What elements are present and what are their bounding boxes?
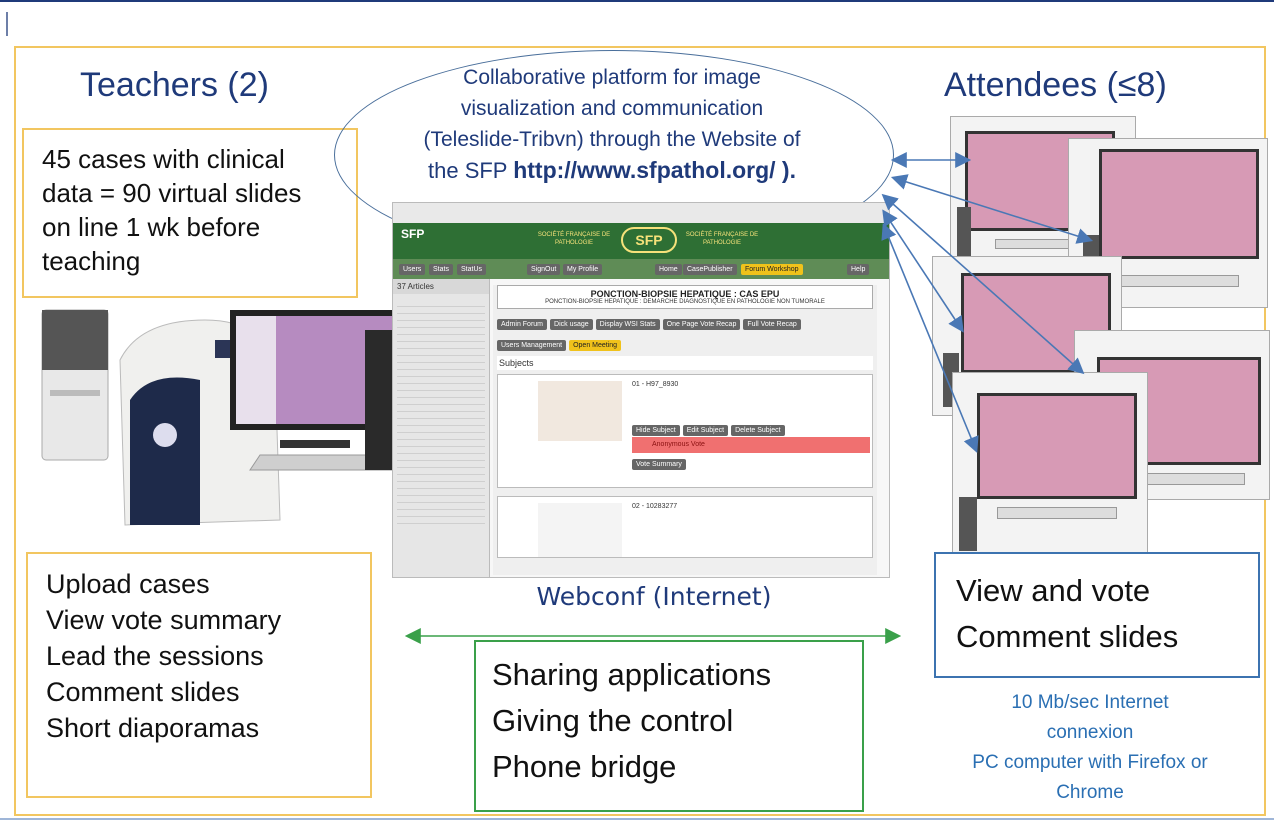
webconf-features-box: Sharing applications Giving the control … — [474, 640, 864, 812]
subjects-label: Subjects — [497, 356, 873, 370]
sfp-url: http://www.sfpathol.org/ ). — [513, 157, 796, 183]
platform-last-line: the SFP http://www.sfpathol.org/ ). — [372, 155, 852, 186]
case1-title: 01 - H97_8930 — [632, 381, 679, 388]
nav-casepublisher[interactable]: CasePublisher — [683, 264, 737, 275]
bottom-rule — [0, 818, 1274, 820]
webconf-feature: Sharing applications — [492, 657, 772, 692]
articles-list — [397, 300, 485, 530]
sfp-nav: Users Stats StatUs SignOut My Profile Ho… — [393, 259, 889, 279]
requirement-line: connexion — [1046, 722, 1134, 743]
articles-count: 37 Articles — [393, 279, 489, 294]
site-name: SFP — [401, 227, 425, 241]
left-rule — [6, 12, 8, 36]
nav-forum-workshop[interactable]: Forum Workshop — [741, 264, 803, 275]
platform-line: (Teleslide-Tribvn) through the Website o… — [423, 128, 801, 151]
workstation — [952, 372, 1148, 558]
requirement-line: Chrome — [1056, 782, 1124, 803]
slide-thumbnail — [538, 381, 622, 441]
top-rule — [0, 0, 1274, 2]
teachers-tasks-box: Upload cases View vote summary Lead the … — [26, 552, 372, 798]
attendees-title: Attendees (≤8) — [944, 66, 1167, 104]
info-line: teaching — [42, 246, 141, 276]
btn-disk-usage[interactable]: Dick usage — [550, 319, 593, 330]
nav-home[interactable]: Home — [655, 264, 682, 275]
btn-full-recap[interactable]: Full Vote Recap — [743, 319, 801, 330]
btn-delete-subject[interactable]: Delete Subject — [731, 425, 785, 436]
platform-screenshot: SFP SOCIÉTÉ FRANÇAISE DE PATHOLOGIE SFP … — [392, 202, 890, 578]
platform-to-attendees-arrows — [881, 152, 1094, 453]
attendee-task: View and vote — [956, 573, 1151, 608]
info-line: on line 1 wk before — [42, 212, 261, 242]
webconf-feature: Phone bridge — [492, 749, 677, 784]
teacher-task: Comment slides — [46, 677, 240, 707]
attendee-requirements: 10 Mb/sec Internet connexion PC computer… — [920, 688, 1260, 808]
platform-line: visualization and communication — [460, 97, 764, 120]
btn-vote-recap[interactable]: One Page Vote Recap — [662, 319, 741, 330]
forum-main: PONCTION-BIOPSIE HEPATIQUE : CAS EPU PON… — [493, 285, 877, 575]
teachers-title: Teachers (2) — [80, 66, 269, 104]
platform-description: Collaborative platform for image visuali… — [372, 62, 852, 186]
case-subheading: PONCTION-BIOPSIE HEPATIQUE : DEMARCHE DI… — [545, 299, 825, 305]
btn-wsi-stats[interactable]: Display WSI Stats — [595, 319, 660, 330]
platform-line: Collaborative platform for image — [463, 66, 761, 89]
nav-users[interactable]: Users — [399, 264, 426, 275]
info-line: data = 90 virtual slides — [42, 178, 302, 208]
teacher-task: Short diaporamas — [46, 713, 260, 743]
case-heading: PONCTION-BIOPSIE HEPATIQUE : CAS EPU — [590, 289, 780, 299]
nav-status[interactable]: StatUs — [457, 264, 487, 275]
anonymous-vote-bar: Anonymous Vote — [632, 437, 870, 453]
sfp-header: SFP SOCIÉTÉ FRANÇAISE DE PATHOLOGIE SFP … — [393, 223, 889, 259]
society-right: SOCIÉTÉ FRANÇAISE DE PATHOLOGIE — [685, 232, 759, 246]
webconf-feature: Giving the control — [492, 703, 734, 738]
teacher-task: Lead the sessions — [46, 641, 264, 671]
webconf-label: Webconf (Internet) — [536, 582, 772, 611]
society-left: SOCIÉTÉ FRANÇAISE DE PATHOLOGIE — [537, 232, 611, 246]
btn-vote-summary[interactable]: Vote Summary — [632, 459, 686, 470]
nav-stats[interactable]: Stats — [429, 264, 453, 275]
nav-signout[interactable]: SignOut — [527, 264, 561, 275]
requirement-line: 10 Mb/sec Internet — [1011, 692, 1169, 713]
btn-users-management[interactable]: Users Management — [497, 340, 567, 351]
slide-thumbnail — [538, 503, 622, 557]
articles-sidebar: 37 Articles — [393, 279, 490, 577]
platform-prefix: the SFP — [428, 158, 514, 183]
case2-title: 02 - 10283277 — [632, 503, 678, 510]
attendee-task: Comment slides — [956, 619, 1179, 654]
case-heading-box: PONCTION-BIOPSIE HEPATIQUE : CAS EPU PON… — [497, 285, 873, 309]
requirement-line: PC computer with Firefox or — [972, 752, 1208, 773]
attendees-tasks-box: View and vote Comment slides — [934, 552, 1260, 678]
nav-profile[interactable]: My Profile — [563, 264, 603, 275]
teachers-info-box: 45 cases with clinical data = 90 virtual… — [22, 128, 358, 298]
sfp-logo: SFP — [621, 227, 677, 253]
nav-help[interactable]: Help — [847, 264, 870, 275]
btn-hide-subject[interactable]: Hide Subject — [632, 425, 680, 436]
info-line: 45 cases with clinical — [42, 144, 285, 174]
btn-edit-subject[interactable]: Edit Subject — [682, 425, 729, 436]
teacher-task: View vote summary — [46, 605, 282, 635]
btn-admin-forum[interactable]: Admin Forum — [497, 319, 548, 330]
subject-card-2: 02 - 10283277 — [497, 496, 873, 558]
teacher-task: Upload cases — [46, 569, 210, 599]
slide-scanner-illustration — [41, 309, 400, 526]
btn-open-meeting[interactable]: Open Meeting — [569, 340, 622, 351]
